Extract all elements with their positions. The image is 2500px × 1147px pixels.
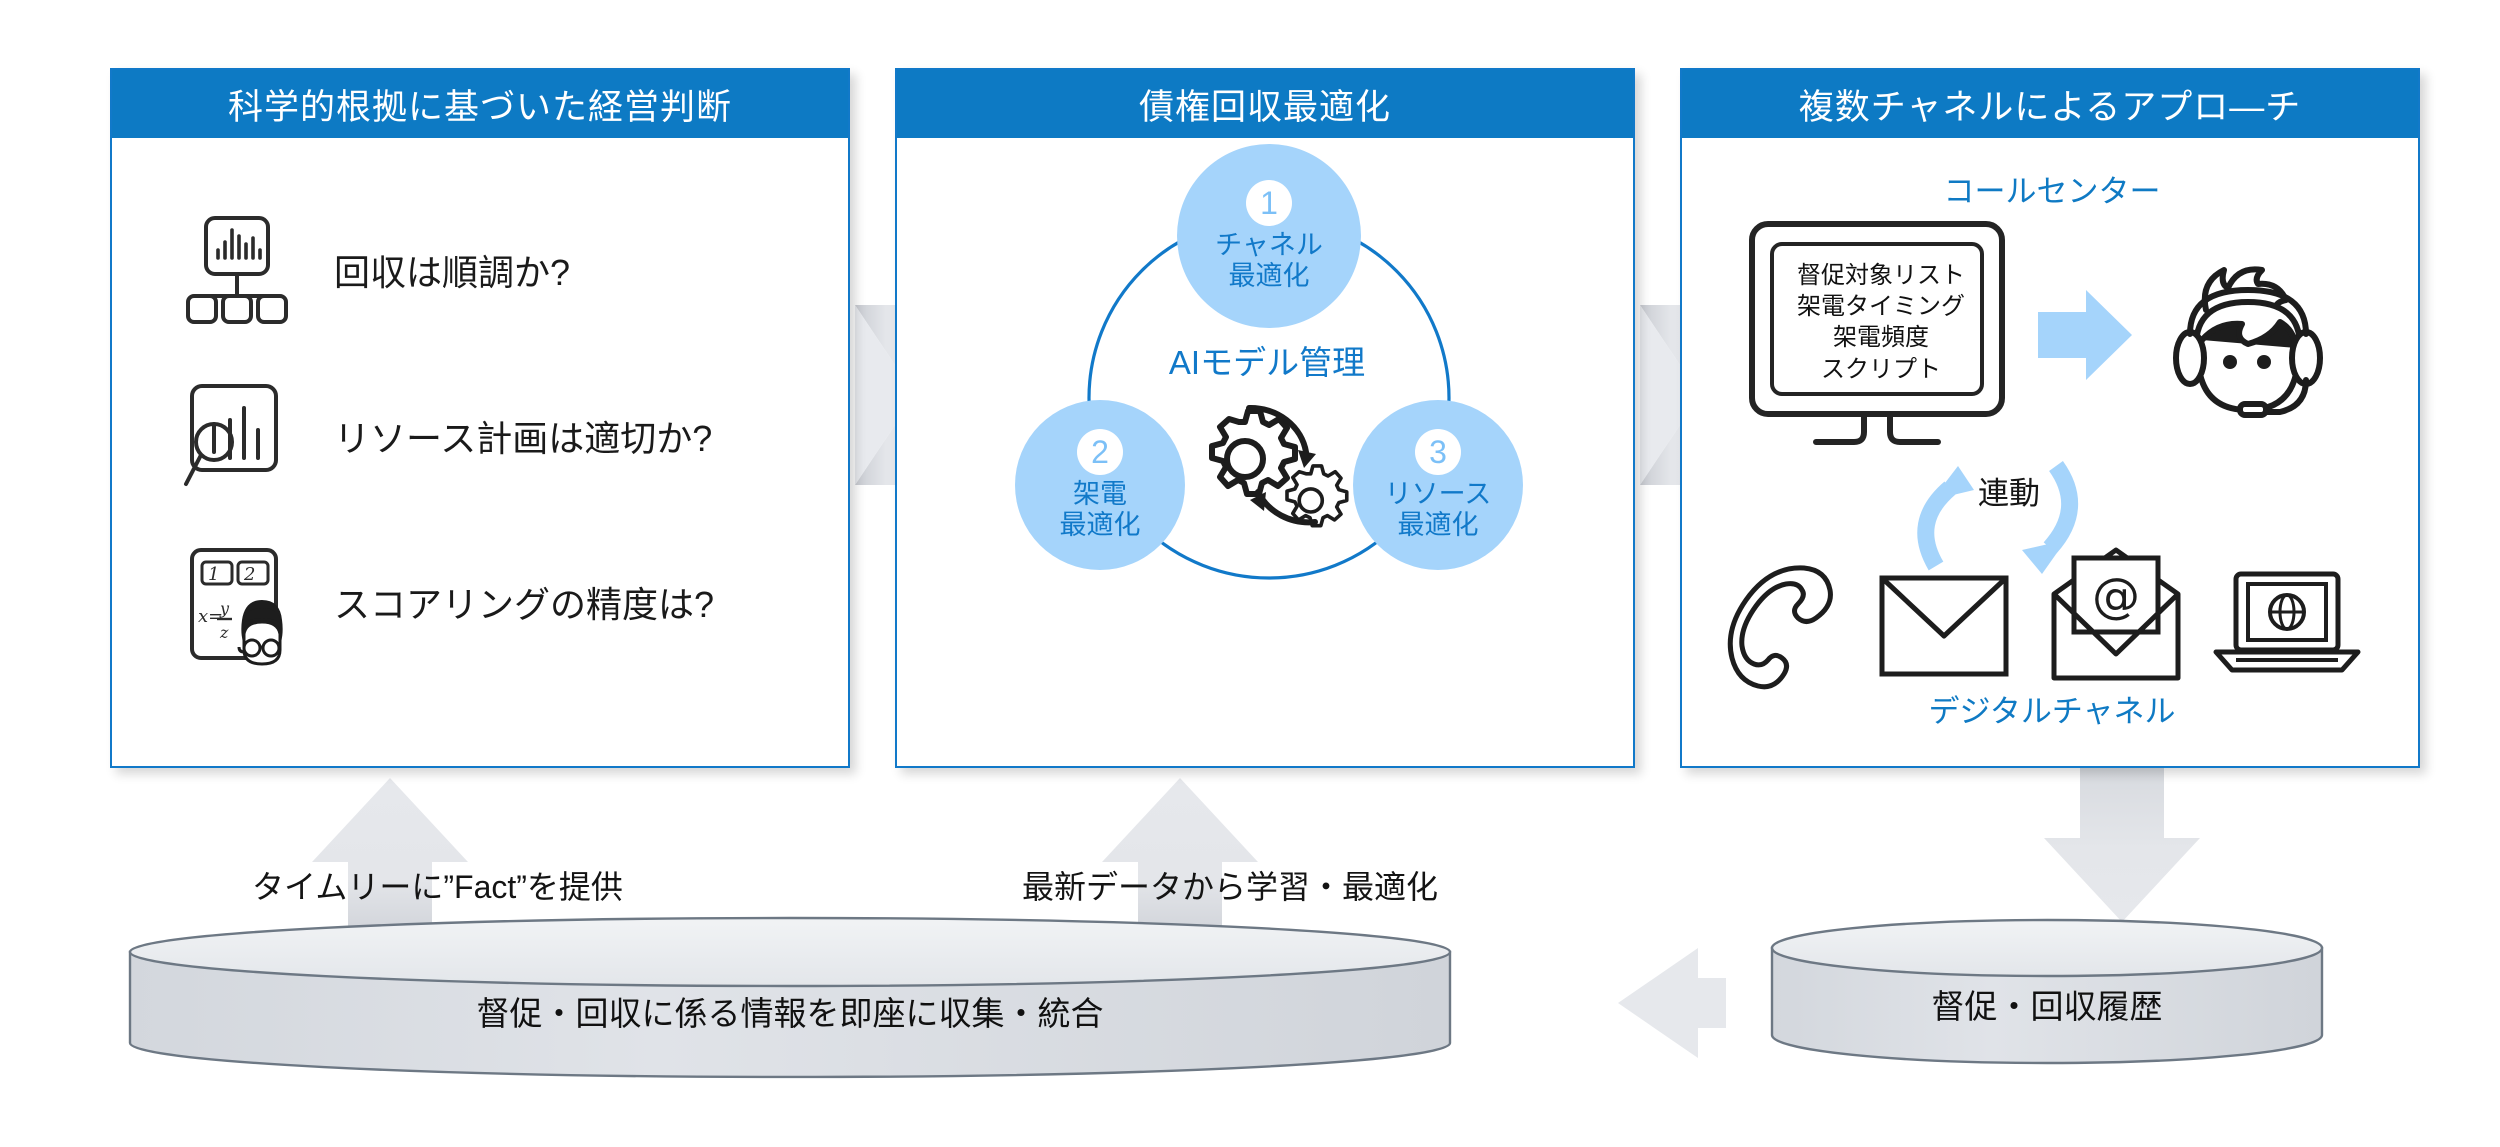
cycle-node-number-3: 3	[1415, 428, 1461, 475]
collection-history-store-label: 督促・回収履歴	[1931, 988, 2163, 1025]
panel-title-scientific-decision: 科学的根拠に基づいた経営判断	[112, 70, 848, 138]
kpi-text-collection-progress: 回収は順調か?	[334, 252, 571, 293]
cycle-node-number-1: 1	[1246, 179, 1292, 226]
kpi-row-scoring-accuracy[interactable]: 1 2 x= y z	[184, 546, 719, 666]
cycle-node-label-3-line1: リソース	[1384, 478, 1492, 509]
monitor-item-3: スクリプト	[1821, 355, 1941, 383]
integrated-data-store-label: 督促・回収に係る情報を即座に収集・統合	[476, 995, 1104, 1032]
email-at-icon: @	[2051, 547, 2181, 681]
monitor-item-1: 架電タイミング	[1797, 293, 1965, 321]
cycle-node-label-3-line2: 最適化	[1397, 510, 1479, 540]
kpi-text-scoring-accuracy: スコアリングの精度は?	[334, 584, 715, 625]
laptop-globe-icon	[2213, 571, 2361, 673]
panel-scientific-decision: 科学的根拠に基づいた経営判断	[110, 68, 850, 768]
up-arrow-middle	[1102, 778, 1258, 945]
call-center-label: コールセンター	[1943, 174, 2161, 209]
blue-right-arrow-icon	[2038, 290, 2132, 380]
link-label: 連動	[1978, 476, 2040, 511]
ai-model-management-label: AIモデル管理	[1168, 344, 1366, 381]
cycle-node-label-2-line2: 最適化	[1059, 510, 1141, 540]
svg-text:@: @	[2092, 568, 2140, 624]
panel-body-scientific-decision: 回収は順調か?	[112, 138, 848, 766]
monitor-item-0: 督促対象リスト	[1797, 262, 1965, 289]
kpi-label-scoring-accuracy: スコアリングの精度は?	[330, 584, 719, 625]
link-arrows-icon	[1917, 461, 2078, 574]
svg-text:z: z	[219, 623, 229, 642]
cylinder-collection-history-store	[1770, 918, 2324, 1065]
kpi-label-resource-plan: リソース計画は適切か?	[330, 418, 717, 459]
kpi-row-collection-progress[interactable]: 回収は順調か?	[184, 214, 575, 332]
gears-icon	[1209, 404, 1349, 528]
svg-text:x=: x=	[198, 606, 223, 627]
cycle-node-label-1-line2: 最適化	[1228, 261, 1310, 291]
kpi-label-collection-progress: 回収は順調か?	[330, 252, 575, 293]
cycle-node-resource-optimization[interactable]: 3 リソース 最適化	[1353, 400, 1523, 570]
cycle-node-label-3: リソース 最適化	[1385, 479, 1492, 541]
left-arrow-between-stores	[1618, 948, 1726, 1058]
cycle-node-label-2-line1: 架電	[1073, 478, 1127, 509]
cylinder-integrated-data-store	[128, 916, 1452, 1079]
panel-body-debt-collection-optimization: 1 チャネル 最適化 2 架電 最適化 3 リソース 最適化	[897, 138, 1633, 766]
headset-agent-icon	[2173, 266, 2323, 418]
cycle-node-label-2: 架電 最適化	[1060, 479, 1141, 541]
monitor-item-list: 督促対象リスト 架電タイミング 架電頻度 スクリプト	[1746, 260, 2016, 385]
panel-title-multichannel-approach: 複数チャネルによるアプロ―チ	[1682, 70, 2418, 138]
up-arrow-left	[312, 778, 468, 945]
kpi-row-resource-plan[interactable]: リソース計画は適切か?	[184, 380, 717, 498]
panel-body-multichannel-approach: コールセンター 督促対象リスト 架電タイミング 架電頻度 スクリプト	[1682, 138, 2418, 766]
calculator-analyst-icon: 1 2 x= y z	[184, 546, 304, 666]
monitor-icon	[1749, 221, 2005, 445]
cycle-node-call-optimization[interactable]: 2 架電 最適化	[1015, 400, 1185, 570]
magnifier-bar-chart-icon	[184, 380, 304, 498]
panel-title-debt-collection-optimization: 債権回収最適化	[897, 70, 1633, 138]
envelope-icon	[1879, 575, 2009, 677]
flow-label-left: タイムリーに”Fact”を提供	[252, 869, 623, 905]
cycle-node-channel-optimization[interactable]: 1 チャネル 最適化	[1177, 144, 1361, 328]
cycle-node-label-1-line1: チャネル	[1215, 229, 1323, 260]
svg-text:1: 1	[208, 564, 219, 585]
flow-label-middle: 最新データから学習・最適化	[1022, 869, 1439, 905]
kpi-text-resource-plan: リソース計画は適切か?	[334, 418, 713, 459]
svg-text:2: 2	[243, 564, 255, 585]
cycle-node-number-2: 2	[1077, 428, 1123, 475]
panel-multichannel-approach: 複数チャネルによるアプロ―チ コールセンター 督促対象リスト 架電タイミング 架…	[1680, 68, 2420, 768]
monitor-item-2: 架電頻度	[1833, 324, 1929, 352]
dashboard-chart-org-icon	[184, 214, 304, 332]
digital-channel-label: デジタルチャネル	[1928, 694, 2176, 729]
svg-text:y: y	[219, 599, 230, 618]
panel-debt-collection-optimization: 債権回収最適化 1 チャネル 最適化 2 架電 最適化	[895, 68, 1635, 768]
phone-handset-icon	[1727, 565, 1833, 690]
cycle-node-label-1: チャネル 最適化	[1215, 230, 1323, 292]
down-arrow-right	[2044, 760, 2200, 922]
